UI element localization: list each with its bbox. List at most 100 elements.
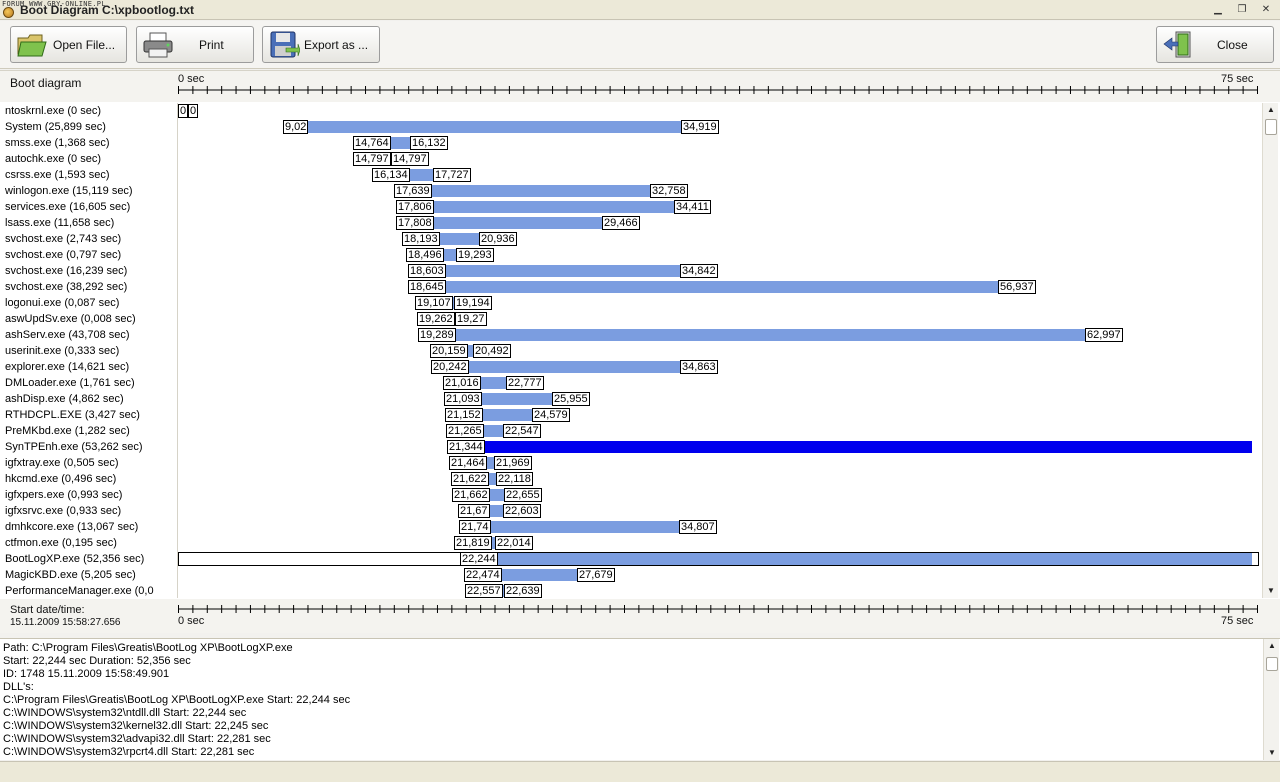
minimize-button[interactable]: ▁ bbox=[1214, 4, 1222, 15]
process-bar[interactable] bbox=[498, 553, 1252, 565]
maximize-button[interactable]: ❐ bbox=[1237, 4, 1247, 15]
process-label[interactable]: igfxsrvc.exe (0,933 sec) bbox=[5, 505, 122, 517]
process-bar[interactable] bbox=[492, 537, 495, 549]
process-label[interactable]: igfxpers.exe (0,993 sec) bbox=[5, 489, 123, 501]
process-label[interactable]: aswUpdSv.exe (0,008 sec) bbox=[5, 313, 136, 325]
process-bar[interactable] bbox=[444, 249, 456, 261]
open-file-label: Open File... bbox=[53, 38, 116, 52]
print-label: Print bbox=[199, 38, 224, 52]
process-label[interactable]: svchost.exe (16,239 sec) bbox=[5, 265, 128, 277]
process-bar[interactable] bbox=[410, 169, 433, 181]
process-label[interactable]: services.exe (16,605 sec) bbox=[5, 201, 131, 213]
export-button[interactable]: Export as ... bbox=[262, 26, 380, 63]
detail-line: C:\WINDOWS\system32\advapi32.dll Start: … bbox=[3, 733, 271, 745]
start-time-label: 14,797 bbox=[353, 152, 391, 166]
process-label[interactable]: dmhkcore.exe (13,067 sec) bbox=[5, 521, 139, 533]
process-label[interactable]: RTHDCPL.EXE (3,427 sec) bbox=[5, 409, 140, 421]
process-label[interactable]: winlogon.exe (15,119 sec) bbox=[5, 185, 133, 197]
process-bar[interactable] bbox=[487, 457, 494, 469]
process-bar[interactable] bbox=[432, 185, 650, 197]
process-label[interactable]: ctfmon.exe (0,195 sec) bbox=[5, 537, 117, 549]
process-bar[interactable] bbox=[434, 201, 674, 213]
process-bar[interactable] bbox=[468, 345, 473, 357]
process-label[interactable]: svchost.exe (0,797 sec) bbox=[5, 249, 122, 261]
end-time-label: 21,969 bbox=[494, 456, 532, 470]
details-scroll-thumb[interactable] bbox=[1266, 657, 1278, 671]
process-bar[interactable] bbox=[453, 297, 454, 309]
process-label[interactable]: svchost.exe (2,743 sec) bbox=[5, 233, 122, 245]
process-label[interactable]: SynTPEnh.exe (53,262 sec) bbox=[5, 441, 143, 453]
process-label[interactable]: ashServ.exe (43,708 sec) bbox=[5, 329, 130, 341]
close-label: Close bbox=[1217, 38, 1248, 52]
process-label[interactable]: igfxtray.exe (0,505 sec) bbox=[5, 457, 119, 469]
scroll-down-arrow-icon[interactable]: ▼ bbox=[1267, 586, 1275, 595]
process-bar[interactable] bbox=[481, 377, 506, 389]
process-bar[interactable] bbox=[434, 217, 602, 229]
process-bar[interactable] bbox=[485, 441, 1252, 453]
title-bar: FORUM WWW.GRY-ONLINE.PL Boot Diagram C:\… bbox=[0, 0, 1280, 20]
process-label[interactable]: autochk.exe (0 sec) bbox=[5, 153, 101, 165]
detail-line: C:\WINDOWS\system32\rpcrt4.dll Start: 22… bbox=[3, 746, 255, 758]
process-bar[interactable] bbox=[469, 361, 680, 373]
end-time-label: 27,679 bbox=[577, 568, 615, 582]
process-bar[interactable] bbox=[491, 521, 679, 533]
process-bar[interactable] bbox=[489, 473, 496, 485]
process-bar[interactable] bbox=[483, 409, 532, 421]
process-label[interactable]: svchost.exe (38,292 sec) bbox=[5, 281, 128, 293]
process-bar[interactable] bbox=[490, 505, 503, 517]
diagram-scrollbar[interactable]: ▲ ▼ bbox=[1262, 103, 1278, 598]
start-time-label: 21,622 bbox=[451, 472, 489, 486]
end-time-label: 22,603 bbox=[503, 504, 541, 518]
details-scroll-up-icon[interactable]: ▲ bbox=[1268, 641, 1276, 650]
process-bar[interactable] bbox=[456, 329, 1085, 341]
exit-door-icon bbox=[1163, 31, 1191, 58]
detail-line: C:\WINDOWS\system32\ntdll.dll Start: 22,… bbox=[3, 707, 247, 719]
detail-line: Path: C:\Program Files\Greatis\BootLog X… bbox=[3, 642, 293, 654]
start-datetime-value: 15.11.2009 15:58:27.656 bbox=[10, 617, 121, 628]
process-label[interactable]: BootLogXP.exe (52,356 sec) bbox=[5, 553, 145, 565]
close-button[interactable]: Close bbox=[1156, 26, 1274, 63]
process-label[interactable]: lsass.exe (11,658 sec) bbox=[5, 217, 115, 229]
end-time-label: 22,655 bbox=[504, 488, 542, 502]
process-bar[interactable] bbox=[484, 425, 503, 437]
process-label[interactable]: PreMKbd.exe (1,282 sec) bbox=[5, 425, 130, 437]
process-label[interactable]: ashDisp.exe (4,862 sec) bbox=[5, 393, 124, 405]
details-scrollbar[interactable]: ▲ ▼ bbox=[1263, 639, 1279, 760]
process-label[interactable]: MagicKBD.exe (5,205 sec) bbox=[5, 569, 136, 581]
process-label[interactable]: explorer.exe (14,621 sec) bbox=[5, 361, 130, 373]
end-time-label: 22,639 bbox=[504, 584, 542, 598]
process-bar[interactable] bbox=[502, 569, 577, 581]
axis-start-bottom: 0 sec bbox=[178, 615, 205, 627]
open-file-button[interactable]: Open File... bbox=[10, 26, 127, 63]
process-bar[interactable] bbox=[482, 393, 552, 405]
process-label[interactable]: csrss.exe (1,593 sec) bbox=[5, 169, 110, 181]
start-time-label: 0 bbox=[178, 104, 189, 118]
end-time-label: 16,132 bbox=[410, 136, 448, 150]
process-bar[interactable] bbox=[503, 585, 504, 597]
print-button[interactable]: Print bbox=[136, 26, 254, 63]
process-bar[interactable] bbox=[308, 121, 681, 133]
boot-diagram-panel: Boot diagram 0 sec 75 sec ntoskrnl.exe (… bbox=[0, 70, 1280, 633]
process-bar[interactable] bbox=[490, 489, 504, 501]
end-time-label: 17,727 bbox=[433, 168, 471, 182]
process-label[interactable]: System (25,899 sec) bbox=[5, 121, 106, 133]
process-label[interactable]: hkcmd.exe (0,496 sec) bbox=[5, 473, 117, 485]
process-bar[interactable] bbox=[440, 233, 479, 245]
process-bar[interactable] bbox=[446, 265, 680, 277]
end-time-label: 34,919 bbox=[681, 120, 719, 134]
scroll-up-arrow-icon[interactable]: ▲ bbox=[1267, 105, 1275, 114]
end-time-label: 22,777 bbox=[506, 376, 544, 390]
process-label[interactable]: PerformanceManager.exe (0,0 bbox=[5, 585, 154, 597]
process-bar[interactable] bbox=[446, 281, 998, 293]
process-label[interactable]: ntoskrnl.exe (0 sec) bbox=[5, 105, 101, 117]
end-time-label: 29,466 bbox=[602, 216, 640, 230]
details-scroll-down-icon[interactable]: ▼ bbox=[1268, 748, 1276, 757]
diagram-scroll-thumb[interactable] bbox=[1265, 119, 1277, 135]
process-label[interactable]: userinit.exe (0,333 sec) bbox=[5, 345, 120, 357]
start-time-label: 21,344 bbox=[447, 440, 485, 454]
close-window-button[interactable]: ✕ bbox=[1261, 4, 1271, 15]
process-label[interactable]: logonui.exe (0,087 sec) bbox=[5, 297, 120, 309]
process-label[interactable]: DMLoader.exe (1,761 sec) bbox=[5, 377, 135, 389]
process-label[interactable]: smss.exe (1,368 sec) bbox=[5, 137, 110, 149]
process-bar[interactable] bbox=[391, 137, 410, 149]
